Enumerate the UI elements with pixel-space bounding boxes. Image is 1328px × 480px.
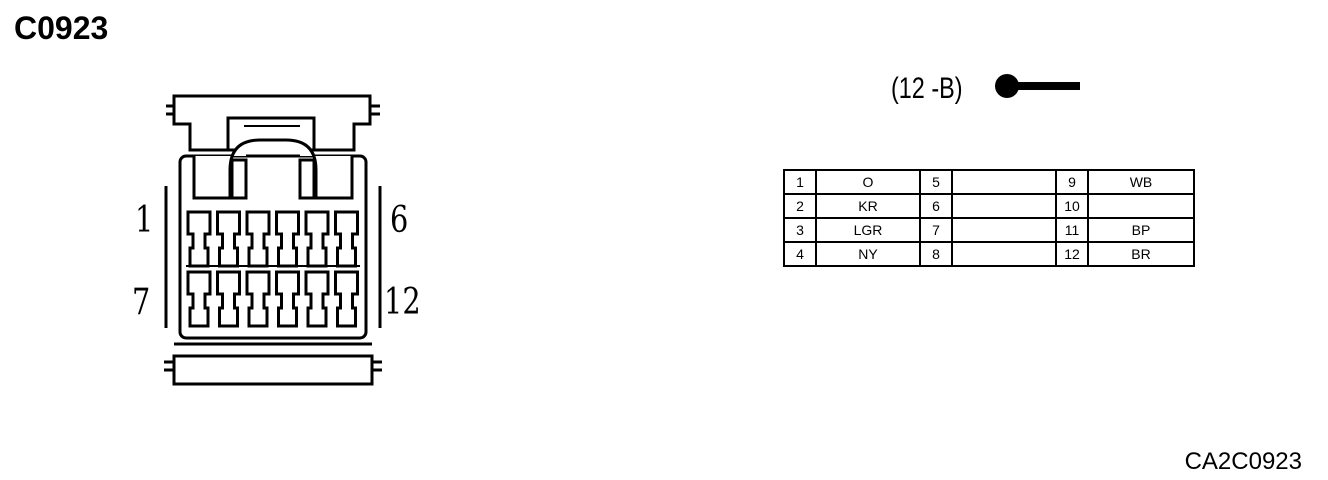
pin-number: 8 <box>919 241 953 267</box>
terminal-cavity <box>275 270 300 328</box>
wire-color <box>951 169 1057 195</box>
drawing-code: CA2C0923 <box>1184 448 1302 475</box>
terminal-cavity <box>304 210 330 268</box>
terminal-cavity <box>245 210 271 268</box>
terminal-cavity <box>334 210 359 268</box>
pin-label-bottom-left: 7 <box>132 282 151 323</box>
pin-number: 12 <box>1055 241 1089 267</box>
terminal-cavity <box>216 270 241 328</box>
pin-number: 11 <box>1055 217 1089 243</box>
connector-id: C0923 <box>14 10 109 46</box>
pin-number: 10 <box>1055 193 1089 219</box>
terminal-cavity <box>304 270 330 328</box>
connector-key-icon <box>995 74 1080 98</box>
terminal-cavity <box>186 210 212 268</box>
wire-color <box>951 193 1057 219</box>
wire-color: LGR <box>815 217 921 243</box>
connector-type-label: (12 -B) <box>891 72 963 105</box>
wire-color: WB <box>1087 169 1195 195</box>
pin-number: 4 <box>783 241 817 267</box>
pin-number: 5 <box>919 169 953 195</box>
wire-color: BP <box>1087 217 1195 243</box>
terminal-cavity <box>245 270 271 328</box>
pin-number: 6 <box>919 193 953 219</box>
pin-label-bottom-right: 12 <box>384 282 421 323</box>
terminal-cavity <box>186 270 212 328</box>
pin-label-top-right: 6 <box>390 200 409 241</box>
wire-color: NY <box>815 241 921 267</box>
terminal-cavity <box>275 210 300 268</box>
pin-number: 7 <box>919 217 953 243</box>
pin-number: 9 <box>1055 169 1089 195</box>
pin-label-top-left: 1 <box>135 200 154 241</box>
terminal-cavity <box>216 210 241 268</box>
wire-color <box>1087 193 1195 219</box>
pin-number: 1 <box>783 169 817 195</box>
terminal-cavity <box>334 270 359 328</box>
pin-number: 2 <box>783 193 817 219</box>
wire-color: O <box>815 169 921 195</box>
wire-color <box>951 217 1057 243</box>
wire-color: KR <box>815 193 921 219</box>
pin-number: 3 <box>783 217 817 243</box>
wire-color <box>951 241 1057 267</box>
wire-color: BR <box>1087 241 1195 267</box>
